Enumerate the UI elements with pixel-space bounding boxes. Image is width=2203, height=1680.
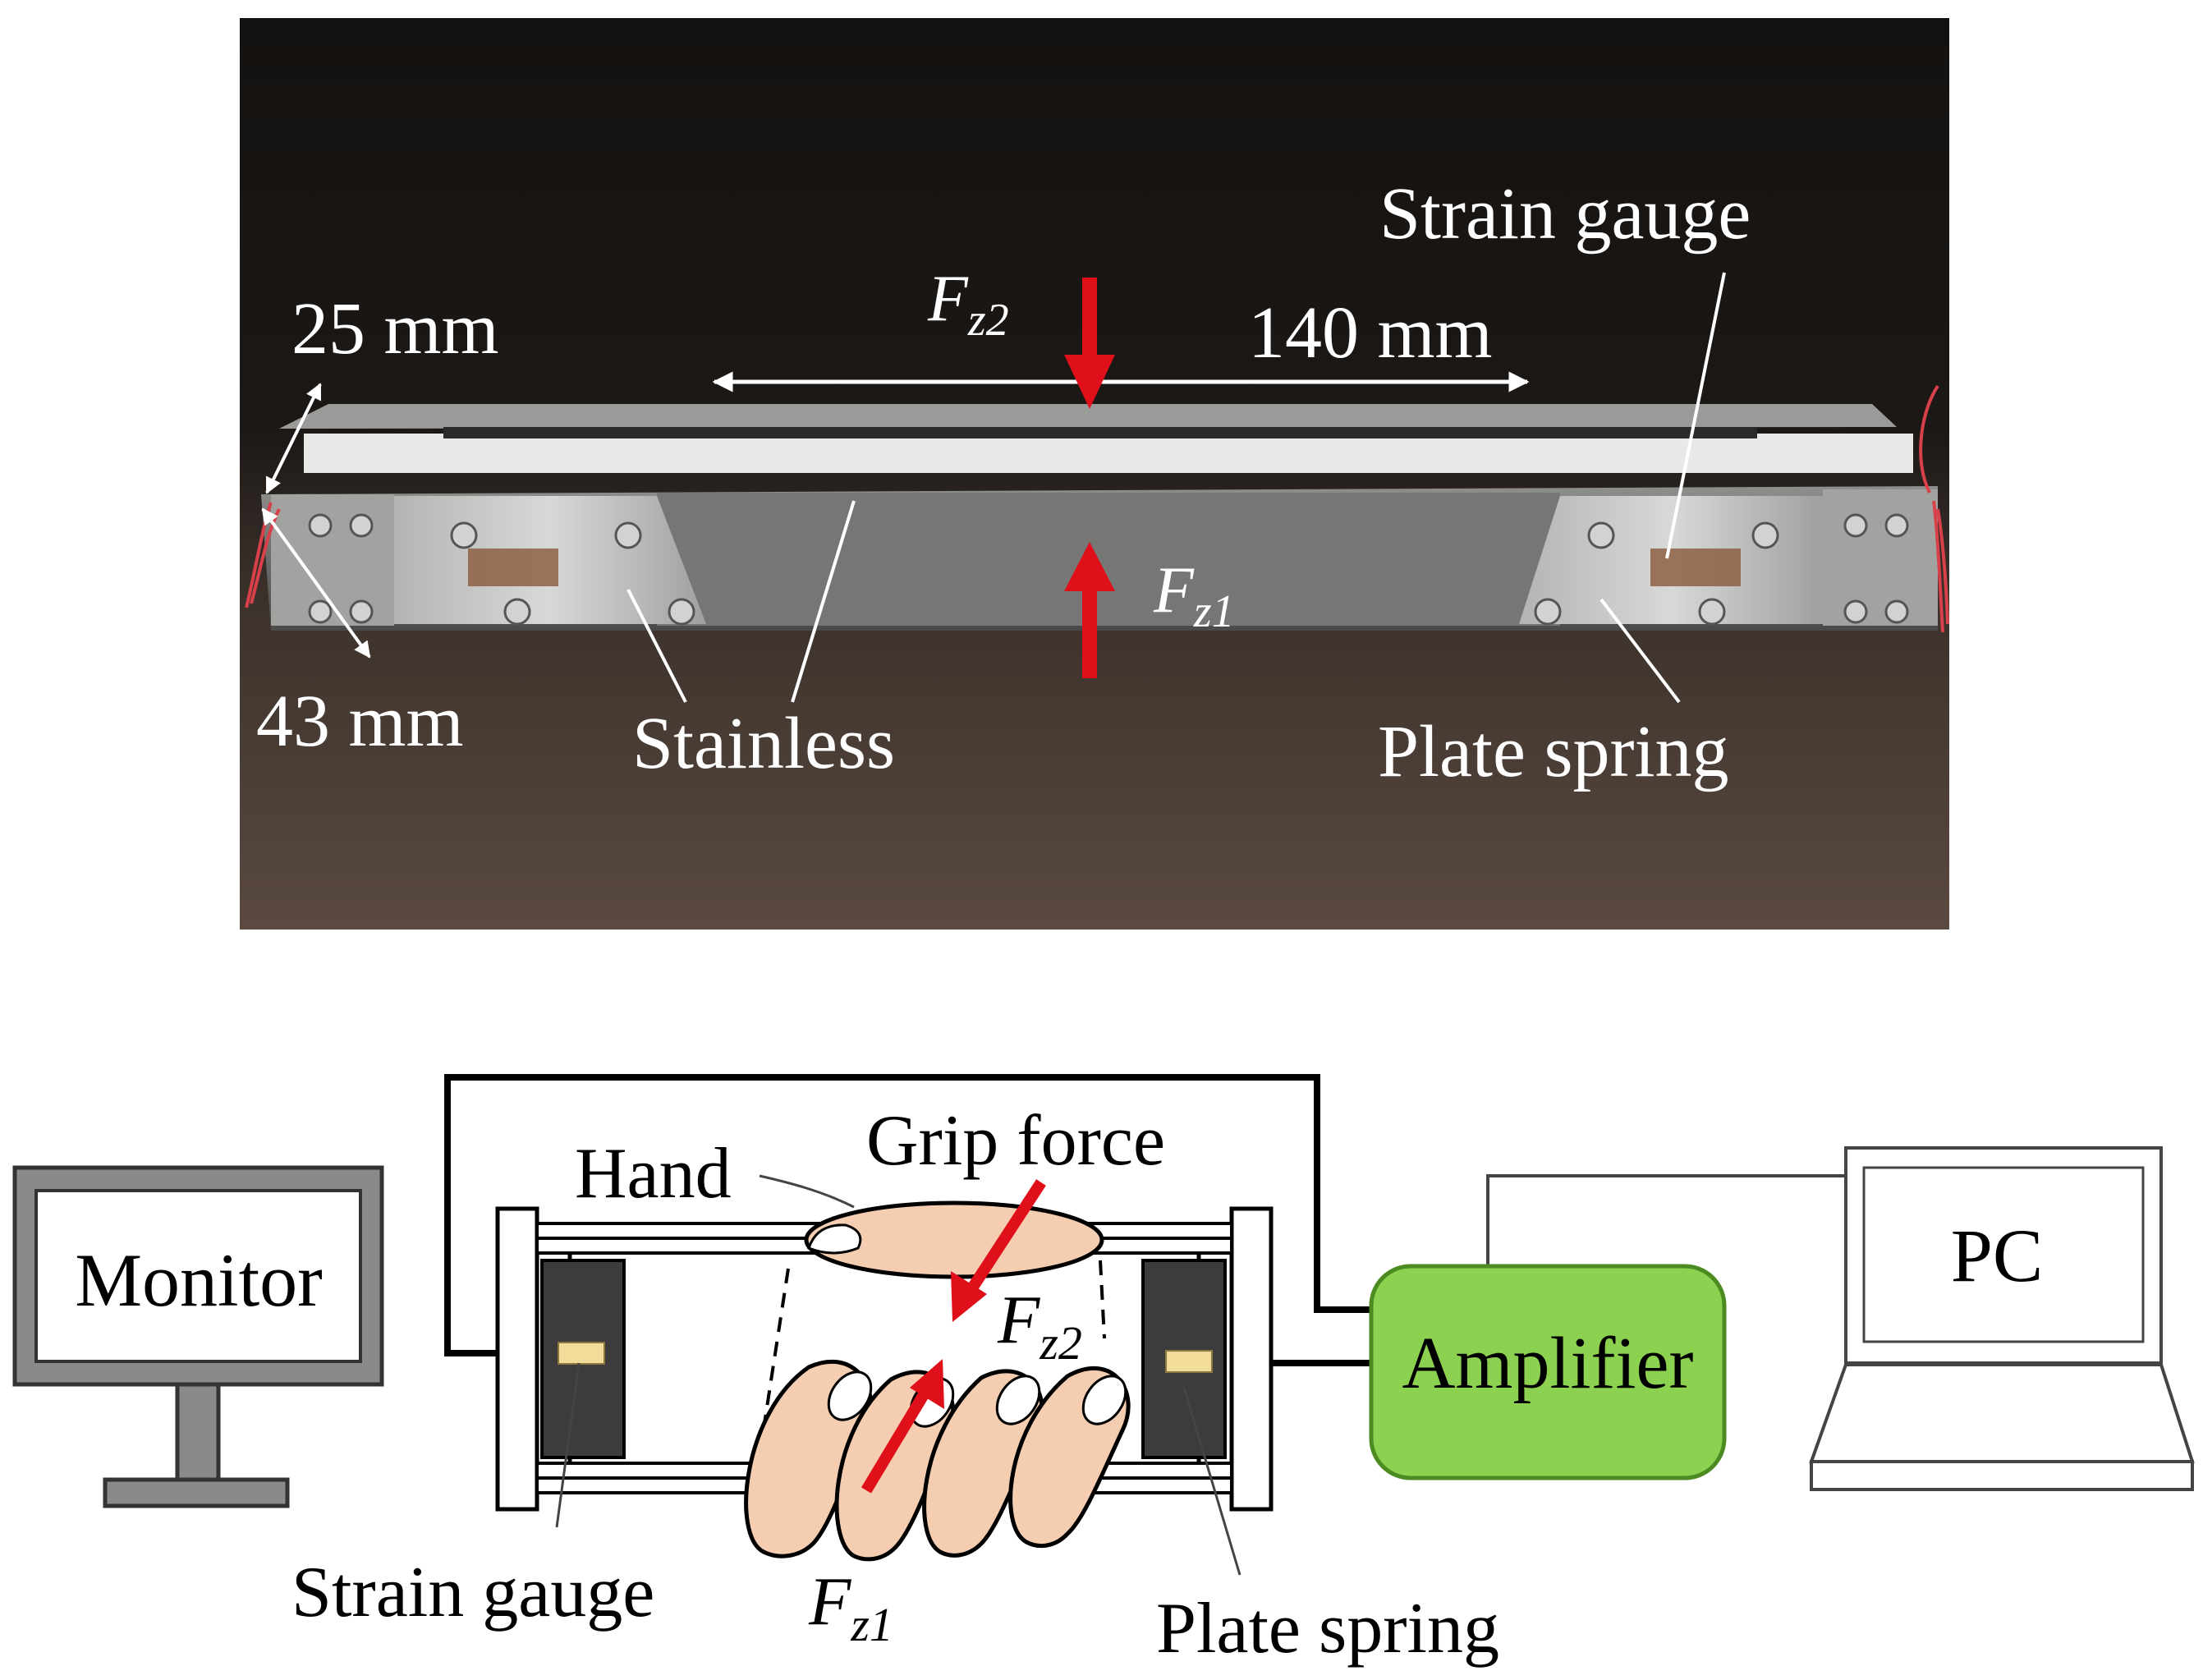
grip-force-arrow-up (861, 1359, 944, 1494)
palm-outline-left (762, 1268, 790, 1430)
monitor-screen (34, 1189, 362, 1363)
palm-outline-right (1099, 1260, 1106, 1339)
sensor-upper-slot (443, 427, 1757, 438)
grip-force-label: Grip force (866, 1101, 1165, 1181)
hand-icon (744, 1200, 1131, 1562)
photo-leader-lines (626, 272, 1726, 704)
pc-screen (1862, 1166, 2145, 1343)
dim-width-arrow (265, 383, 322, 494)
amplifier-label: Amplifier (1402, 1323, 1694, 1404)
photo-background (240, 18, 1949, 930)
left-strain-gauge-photo (468, 549, 558, 586)
stainless-plate (657, 493, 1560, 626)
strain-gauge-photo-label: Strain gauge (1379, 173, 1751, 255)
diagram-leader-lines (555, 1174, 1241, 1576)
force-fz2-photo-label: Fz2 (927, 263, 1009, 346)
dim-width-label: 25 mm (291, 288, 499, 370)
dim-length-label: 140 mm (1248, 292, 1493, 374)
strain-gauge-diagram-label: Strain gauge (291, 1553, 654, 1632)
force-fz1-photo-label: Fz1 (1153, 554, 1235, 637)
monitor-label: Monitor (75, 1238, 323, 1322)
pc-keyboard (1809, 1363, 2195, 1463)
force-fz2-diagram-label: Fz2 (997, 1282, 1082, 1370)
system-diagram: Monitor (12, 1074, 2195, 1669)
right-strain-gauge-photo (1650, 549, 1741, 586)
monitor-base (103, 1477, 290, 1508)
monitor-icon: Monitor (12, 1165, 384, 1508)
sensor-white-gap (304, 434, 1913, 473)
dim-depth-arrow (261, 507, 371, 659)
pc-base (1810, 1460, 2194, 1491)
wire-left-gauge-to-amplifier (444, 1074, 1371, 1356)
pc-label: PC (1951, 1214, 2044, 1297)
force-arrow-up (1064, 542, 1115, 678)
stainless-label: Stainless (632, 703, 895, 784)
left-strain-gauge (558, 1342, 605, 1365)
grip-force-arrow-down (951, 1179, 1046, 1322)
monitor-neck (175, 1382, 221, 1484)
frame-left-post (495, 1206, 539, 1512)
right-end-block (1823, 489, 1938, 626)
plate-spring-photo-label: Plate spring (1378, 711, 1728, 792)
amplifier-box: Amplifier (1369, 1264, 1727, 1480)
sensor-top-rail (279, 404, 1897, 429)
frame-right-post (1229, 1206, 1274, 1512)
thumb-nail (807, 1223, 862, 1255)
force-arrow-down (1064, 278, 1115, 409)
hand-label: Hand (575, 1134, 732, 1214)
force-fz1-diagram-label: Fz1 (808, 1563, 893, 1651)
right-strain-gauge (1165, 1350, 1213, 1373)
sensor-photo: 25 mm 43 mm 140 mm Strain gauge Stainles… (240, 18, 1949, 930)
pc-laptop-icon: PC (1809, 1146, 2195, 1491)
dim-depth-label: 43 mm (256, 681, 464, 762)
sensor-schematic (495, 1206, 1274, 1512)
plate-spring-diagram-label: Plate spring (1156, 1589, 1499, 1669)
wire-amplifier-to-pc (1486, 1174, 1846, 1266)
